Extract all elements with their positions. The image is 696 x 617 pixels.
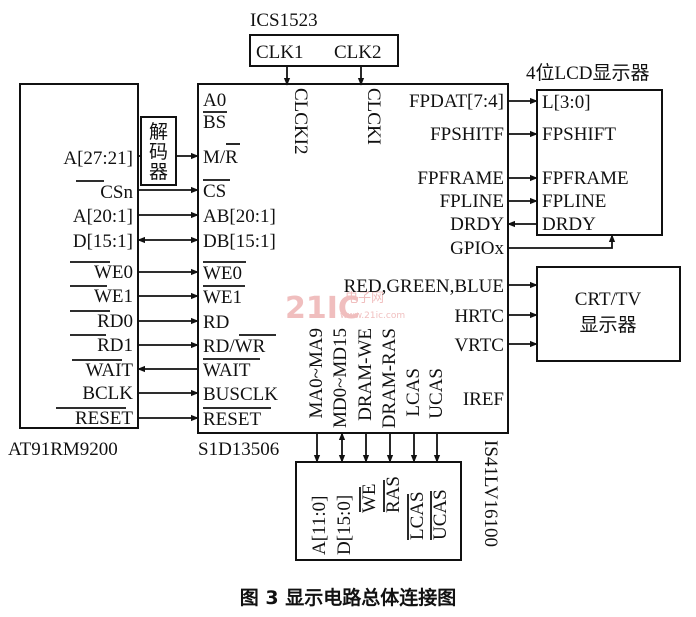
s1d-pin-fpframe: FPFRAME — [417, 168, 504, 189]
dram-pin-d: D[15:0] — [334, 495, 355, 555]
s1d-pin-clcki: CLCKI — [363, 88, 384, 145]
s1d-pin-clcki2: CLCKI2 — [290, 88, 311, 155]
s1d-pin-cs: CS — [203, 181, 226, 202]
lcd-display — [536, 89, 663, 236]
decoder-char-1: 解 — [149, 121, 168, 143]
s1d-pin-db15-1: DB[15:1] — [203, 231, 276, 252]
dram-pin-a: A[11:0] — [309, 496, 330, 555]
s1d-pin-rd-wr: RD/WR — [203, 336, 266, 357]
lcd-pin-fpframe: FPFRAME — [542, 168, 629, 189]
crt-wires — [508, 281, 538, 348]
lcd-pins: L[3:0] FPSHIFT FPFRAME FPLINE DRDY — [542, 92, 629, 235]
s1d-right-pins: FPDAT[7:4] FPSHITF FPFRAME FPLINE DRDY G… — [344, 91, 505, 410]
s1d-pin-gpiox: GPIOx — [450, 238, 504, 259]
dram-overbars — [359, 480, 432, 540]
at91-pin-a27-21: A[27:21] — [63, 148, 133, 169]
watermark-number: 21IC — [285, 291, 360, 326]
lcd-pin-drdy: DRDY — [542, 214, 596, 235]
dram-pin-we: WE — [359, 483, 380, 513]
s1d-pin-iref: IREF — [463, 389, 504, 410]
s1d-pin-md: MD0~MD15 — [330, 328, 351, 428]
lcd-pin-l: L[3:0] — [542, 92, 591, 113]
lcd-pin-fpline: FPLINE — [542, 191, 606, 212]
at91-pin-a20-1: A[20:1] — [73, 206, 133, 227]
dram-chip — [295, 461, 462, 561]
s1d-pin-reset: RESET — [203, 409, 261, 430]
s1d-pin-dram-we: DRAM-WE — [355, 328, 376, 421]
at91rm9200-chip — [19, 83, 139, 429]
s1d-pin-fpshitf: FPSHITF — [430, 124, 504, 145]
at91-pin-wait: WAIT — [86, 360, 134, 381]
s1d-left-pins: A0 BS M/R CS AB[20:1] DB[15:1] WE0 WE1 R… — [203, 90, 278, 430]
crt-tv-title: CRT/TV — [575, 289, 642, 310]
decoder-char-2: 码 — [149, 142, 168, 163]
ics1523-chip — [249, 34, 399, 67]
watermark-top: 电子网 — [345, 291, 384, 306]
at91-pin-we0: WE0 — [94, 262, 133, 283]
s1d13506-title: S1D13506 — [198, 439, 279, 460]
dram-pin-ras: RAS — [383, 476, 404, 513]
s1d-pin-ab20-1: AB[20:1] — [203, 206, 276, 227]
s1d-bottom-pins: MA0~MA9 MD0~MD15 DRAM-WE DRAM-RAS LCAS U… — [306, 328, 447, 428]
s1d-pin-rgb: RED,GREEN,BLUE — [344, 276, 504, 297]
dram-title: IS41LV16100 — [480, 440, 501, 547]
at91-pin-we1: WE1 — [94, 286, 133, 307]
s1d-pin-bs: BS — [203, 112, 226, 133]
s1d-pin-rd: RD — [203, 312, 229, 333]
s1d-pin-hrtc: HRTC — [454, 306, 504, 327]
at91-pin-rd0: RD0 — [97, 311, 133, 332]
s1d-pin-m-r: M/R — [203, 147, 238, 168]
s1d-pin-ucas: UCAS — [426, 368, 447, 419]
s1d-pin-ma: MA0~MA9 — [306, 328, 327, 419]
watermark-logo: 21IC 电子网 www.21ic.com — [285, 291, 405, 326]
ics1523-clk1: CLK1 — [256, 42, 304, 63]
bus-wires — [137, 152, 199, 422]
dram-pin-lcas: LCAS — [407, 491, 428, 540]
s1d-pin-fpline: FPLINE — [440, 191, 504, 212]
at91-pin-labels: A[27:21] CSn A[20:1] D[15:1] WE0 WE1 RD0… — [63, 148, 133, 429]
s1d-pin-fpdat: FPDAT[7:4] — [409, 91, 504, 112]
lcd-title: 4位LCD显示器 — [526, 62, 650, 84]
at91-pin-d15-1: D[15:1] — [73, 231, 133, 252]
s1d-pin-we1: WE1 — [203, 287, 242, 308]
crt-tv-display — [536, 266, 681, 362]
s1d-overbars — [203, 111, 276, 409]
decoder-block — [140, 116, 177, 186]
s1d-pin-dram-ras: DRAM-RAS — [379, 328, 400, 428]
s1d-pin-a0: A0 — [203, 90, 226, 111]
crt-tv-subtitle: 显示器 — [579, 315, 636, 336]
ics1523-title: ICS1523 — [250, 10, 318, 31]
dram-pin-ucas: UCAS — [430, 489, 451, 540]
decoder-char-3: 器 — [149, 162, 168, 183]
s1d-pin-busclk: BUSCLK — [203, 384, 278, 405]
at91-overbars — [56, 180, 126, 409]
at91-pin-csn: CSn — [100, 182, 133, 203]
ics1523-clk2: CLK2 — [334, 42, 382, 63]
watermark-sub: www.21ic.com — [340, 311, 405, 321]
at91-pin-reset: RESET — [75, 408, 133, 429]
at91-pin-rd1: RD1 — [97, 335, 133, 356]
lcd-pin-fpshift: FPSHIFT — [542, 124, 616, 145]
at91rm9200-title: AT91RM9200 — [8, 439, 118, 460]
lcd-wires — [507, 97, 616, 249]
s1d-pin-wait: WAIT — [203, 360, 251, 381]
s1d-pin-we0: WE0 — [203, 263, 242, 284]
s1d-pin-vrtc: VRTC — [454, 335, 504, 356]
figure-caption: 图 3 显示电路总体连接图 — [240, 586, 456, 609]
s1d-pin-lcas: LCAS — [403, 368, 424, 417]
dram-pins: A[11:0] D[15:0] WE RAS LCAS UCAS — [309, 476, 451, 555]
dram-wires — [313, 432, 441, 463]
s1d-pin-drdy: DRDY — [450, 214, 504, 235]
s1d13506-chip — [197, 83, 509, 434]
at91-pin-bclk: BCLK — [82, 383, 133, 404]
